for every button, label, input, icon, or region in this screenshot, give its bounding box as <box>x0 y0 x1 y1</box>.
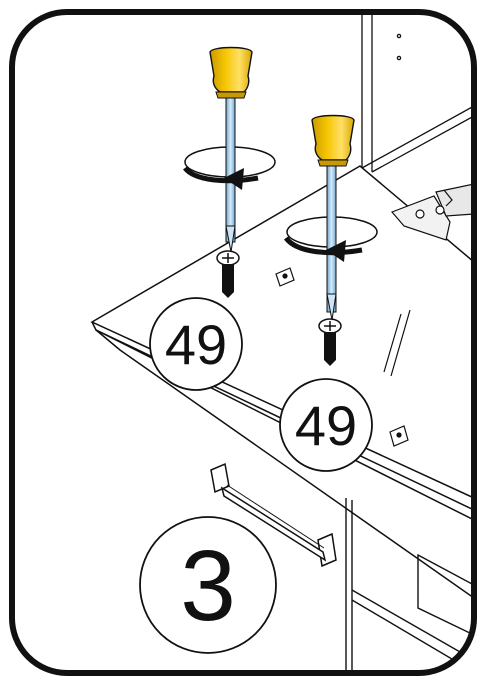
screwdriver-icon <box>185 48 275 253</box>
cabinet-wall <box>362 14 474 172</box>
step-number: 3 <box>180 530 236 642</box>
cabinet-base <box>346 498 474 673</box>
rotation-arrow-icon <box>185 168 258 181</box>
part-callout-label: 49 <box>295 394 357 457</box>
scene: 49 49 3 <box>92 14 474 673</box>
part-callout: 49 <box>280 379 372 471</box>
part-callout-label: 49 <box>165 313 227 376</box>
step-number-badge: 3 <box>140 517 276 653</box>
part-callout: 49 <box>150 298 242 390</box>
